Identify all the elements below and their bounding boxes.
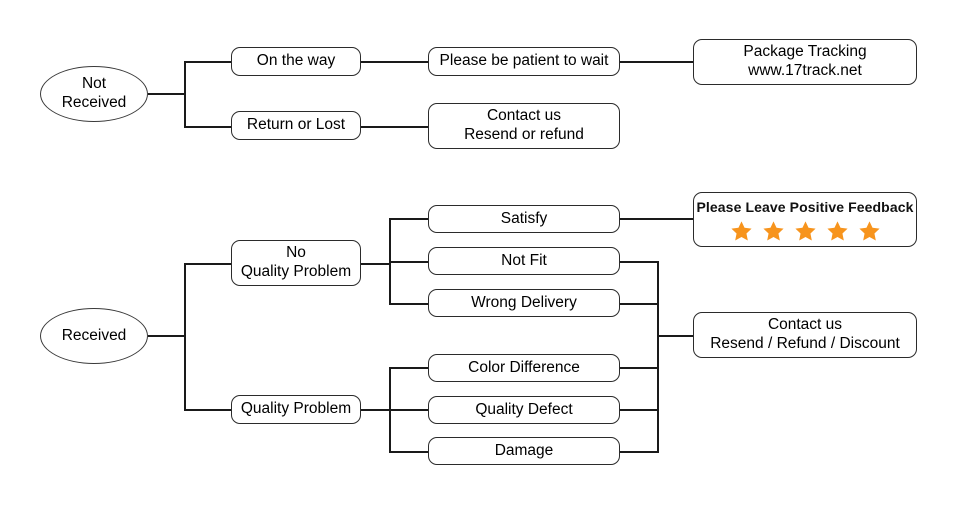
- node-not-fit[interactable]: Not Fit: [428, 247, 620, 275]
- node-color-difference[interactable]: Color Difference: [428, 354, 620, 382]
- node-leave-positive-feedback[interactable]: Please Leave Positive Feedback: [693, 192, 917, 247]
- node-damage-label: Damage: [494, 441, 554, 459]
- node-on-the-way-label: On the way: [256, 52, 336, 70]
- node-contact-us-resend-refund-discount[interactable]: Contact us Resend / Refund / Discount: [693, 312, 917, 358]
- node-no-quality-problem[interactable]: No Quality Problem: [231, 240, 361, 286]
- connector-not-fit-to-merge: [620, 261, 659, 263]
- node-contact-us-resend-line2: Resend or refund: [464, 126, 584, 143]
- connector-wrong-delivery-to-merge: [620, 303, 659, 305]
- node-contact-us-discount-line1: Contact us: [767, 316, 843, 334]
- connector-qp-to-damage: [389, 451, 428, 453]
- node-not-received-line1: Not: [81, 75, 107, 93]
- connector-nqp-to-wrong-delivery: [389, 303, 428, 305]
- connector-wait-to-tracking: [620, 61, 693, 63]
- connector-not-received-split: [184, 61, 186, 127]
- node-package-tracking[interactable]: Package Tracking www.17track.net: [693, 39, 917, 85]
- connector-to-quality-problem: [184, 409, 231, 411]
- star-icon[interactable]: [730, 220, 753, 242]
- connector-received-stem: [148, 335, 184, 337]
- node-return-or-lost-label: Return or Lost: [246, 116, 346, 134]
- connector-not-received-stem: [148, 93, 184, 95]
- node-on-the-way[interactable]: On the way: [231, 47, 361, 76]
- connector-to-on-the-way: [184, 61, 231, 63]
- connector-on-the-way-to-wait: [361, 61, 428, 63]
- node-quality-problem[interactable]: Quality Problem: [231, 395, 361, 424]
- node-contact-us-resend-or-refund[interactable]: Contact us Resend or refund: [428, 103, 620, 149]
- connector-merge-bar: [657, 261, 659, 453]
- node-satisfy[interactable]: Satisfy: [428, 205, 620, 233]
- star-icon[interactable]: [858, 220, 881, 242]
- node-received-label: Received: [61, 326, 127, 344]
- star-icon[interactable]: [762, 220, 785, 242]
- feedback-text: Please Leave Positive Feedback: [696, 199, 914, 216]
- node-wrong-delivery-label: Wrong Delivery: [471, 293, 577, 311]
- node-package-tracking-line2: www.17track.net: [748, 62, 862, 79]
- connector-damage-to-merge: [620, 451, 659, 453]
- connector-qp-to-color-difference: [389, 367, 428, 369]
- star-rating[interactable]: [730, 220, 881, 242]
- node-quality-defect-label: Quality Defect: [475, 400, 573, 418]
- star-icon[interactable]: [794, 220, 817, 242]
- node-received[interactable]: Received: [40, 308, 148, 364]
- connector-return-to-contact: [361, 126, 428, 128]
- connector-nqp-to-not-fit: [389, 261, 428, 263]
- node-no-quality-problem-line1: No: [286, 244, 306, 262]
- connector-qp-stem: [361, 409, 389, 411]
- node-contact-us-resend-line1: Contact us: [486, 107, 562, 125]
- node-damage[interactable]: Damage: [428, 437, 620, 465]
- node-package-tracking-line1: Package Tracking: [743, 43, 867, 61]
- node-color-difference-label: Color Difference: [468, 358, 580, 376]
- connector-nqp-to-satisfy: [389, 218, 428, 220]
- node-please-be-patient-label: Please be patient to wait: [439, 52, 609, 70]
- connector-to-return-or-lost: [184, 126, 231, 128]
- connector-received-split: [184, 263, 186, 410]
- node-not-received[interactable]: Not Received: [40, 66, 148, 122]
- connector-qp-to-quality-defect: [389, 409, 428, 411]
- connector-color-difference-to-merge: [620, 367, 659, 369]
- connector-satisfy-to-feedback: [620, 218, 693, 220]
- star-icon[interactable]: [826, 220, 849, 242]
- node-no-quality-problem-line2: Quality Problem: [240, 263, 352, 280]
- node-quality-problem-label: Quality Problem: [240, 400, 352, 418]
- node-wrong-delivery[interactable]: Wrong Delivery: [428, 289, 620, 317]
- node-return-or-lost[interactable]: Return or Lost: [231, 111, 361, 140]
- node-quality-defect[interactable]: Quality Defect: [428, 396, 620, 424]
- node-not-fit-label: Not Fit: [501, 251, 547, 269]
- node-please-be-patient-to-wait[interactable]: Please be patient to wait: [428, 47, 620, 76]
- node-not-received-line2: Received: [61, 94, 127, 111]
- connector-quality-defect-to-merge: [620, 409, 659, 411]
- node-satisfy-label: Satisfy: [500, 209, 548, 227]
- connector-merge-to-contact: [657, 335, 693, 337]
- connector-to-no-quality-problem: [184, 263, 231, 265]
- connector-nqp-stem: [361, 263, 389, 265]
- node-contact-us-discount-line2: Resend / Refund / Discount: [710, 335, 900, 352]
